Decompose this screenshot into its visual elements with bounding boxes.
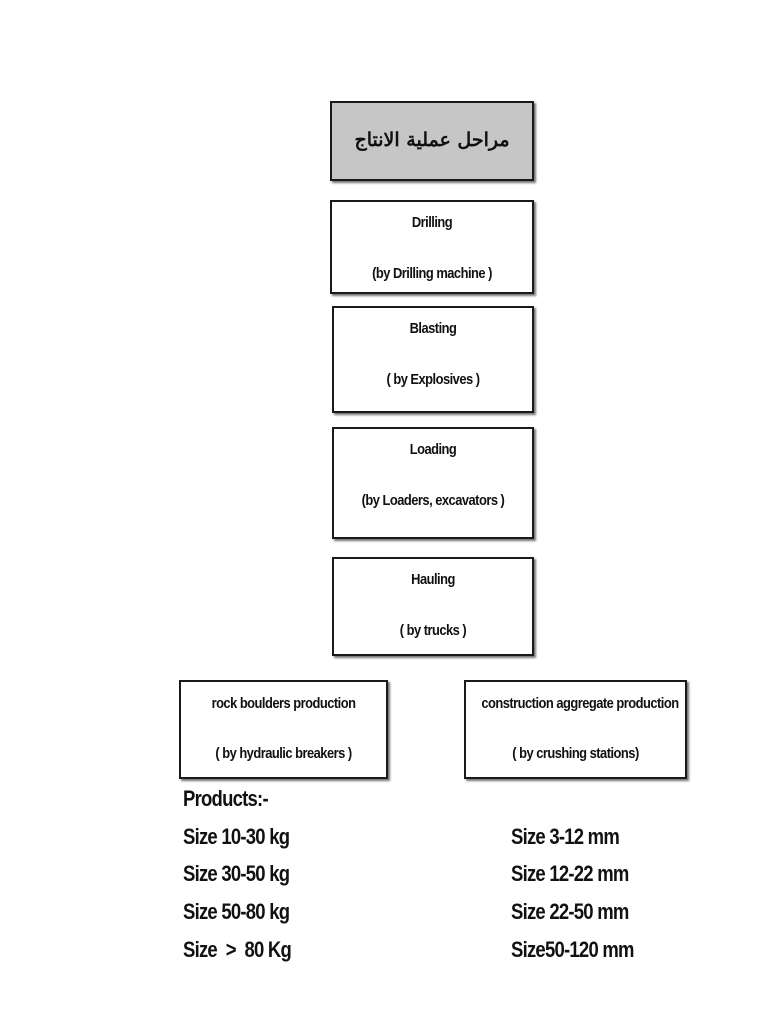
stage-blasting-box: Blasting ( by Explosives ): [332, 306, 534, 413]
stage-name: Hauling: [411, 571, 455, 588]
branch-name: construction aggregate production: [481, 695, 679, 712]
branch-method: ( by hydraulic breakers ): [215, 745, 352, 762]
branch-method: ( by crushing stations): [512, 745, 639, 762]
stage-drilling-box: Drilling (by Drilling machine ): [330, 200, 534, 294]
stage-method: (by Loaders, excavators ): [361, 492, 505, 509]
stage-method: ( by trucks ): [399, 622, 467, 639]
stage-method: ( by Explosives ): [386, 371, 480, 388]
product-right-size: Size50-120 mm: [511, 937, 634, 962]
product-right-size: Size 22-50 mm: [511, 899, 629, 924]
title-box: مراحل عملية الانتاج: [330, 101, 534, 181]
products-heading: Products:-: [183, 786, 269, 811]
branch-rock-boulders-box: rock boulders production ( by hydraulic …: [179, 680, 388, 779]
diagram-title: مراحل عملية الانتاج: [354, 129, 510, 151]
product-left-size: Size 10-30 kg: [183, 824, 290, 849]
stage-name: Blasting: [409, 320, 457, 337]
stage-loading-box: Loading (by Loaders, excavators ): [332, 427, 534, 539]
branch-aggregate-box: construction aggregate production ( by c…: [464, 680, 687, 779]
product-right-size: Size 12-22 mm: [511, 861, 629, 886]
stage-hauling-box: Hauling ( by trucks ): [332, 557, 534, 656]
stage-method: (by Drilling machine ): [372, 265, 492, 282]
product-right-size: Size 3-12 mm: [511, 824, 620, 849]
stage-name: Loading: [409, 441, 457, 458]
product-left-size: Size 50-80 kg: [183, 899, 290, 924]
branch-name: rock boulders production: [211, 695, 356, 712]
stage-name: Drilling: [411, 214, 453, 231]
product-left-size: Size > 80 Kg: [183, 937, 292, 962]
product-left-size: Size 30-50 kg: [183, 861, 290, 886]
